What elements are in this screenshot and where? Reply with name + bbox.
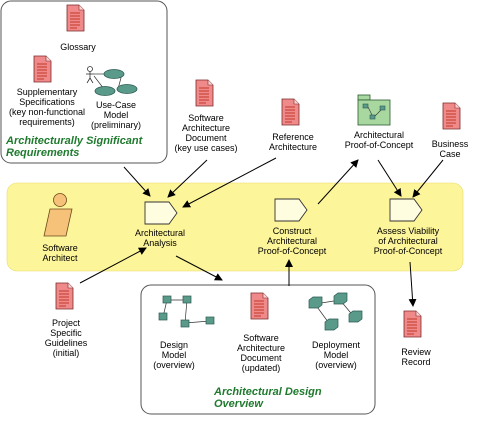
review-record-document-icon: [403, 310, 422, 338]
design-overview-group-box: [140, 284, 376, 415]
deployment-model-icon: [308, 292, 363, 331]
construct-poc-label: Construct Architectural Proof-of-Concept: [257, 226, 327, 256]
project-guidelines-label: Project Specific Guidelines (initial): [44, 318, 88, 358]
software-architect-label: Software Architect: [42, 243, 78, 263]
design-overview-group-title: Architectural Design Overview: [214, 386, 322, 410]
assess-viability-label: Assess Viability of Architectural Proof-…: [373, 226, 443, 256]
architectural-analysis-label: Architectural Analysis: [134, 228, 186, 248]
arch-poc-package-icon: [357, 94, 391, 126]
sad-key-use-cases-label: Software Architecture Document (key use …: [174, 113, 238, 153]
arrow-assess-to-review: [408, 261, 417, 307]
review-record-label: Review Record: [401, 347, 431, 367]
sad-updated-label: Software Architecture Document (updated): [236, 333, 286, 373]
asr-group-box: [0, 0, 168, 164]
business-case-document-icon: [442, 102, 461, 130]
glossary-document-icon: [66, 4, 85, 32]
flow-arrows: [79, 157, 444, 307]
arrow-business-to-assess: [412, 159, 444, 198]
sad-updated-document-icon: [250, 292, 269, 320]
project-guidelines-document-icon: [55, 282, 74, 310]
software-architect-icon: [43, 193, 73, 237]
arrow-reference-to-analysis: [182, 157, 277, 208]
design-model-label: Design Model (overview): [153, 340, 195, 370]
glossary-label: Glossary: [60, 42, 96, 52]
deployment-model-label: Deployment Model (overview): [311, 340, 361, 370]
activity-band: [6, 182, 464, 272]
arch-poc-label: Architectural Proof-of-Concept: [344, 130, 414, 150]
arrow-construct-to-poc: [317, 159, 359, 205]
use-case-model-icon: [86, 66, 138, 96]
asr-group-title: Architecturally Significant Requirements: [6, 135, 143, 159]
design-model-icon: [158, 295, 215, 328]
business-case-label: Business Case: [431, 139, 469, 159]
supplementary-specifications-document-icon: [33, 55, 52, 83]
sad-key-use-cases-document-icon: [195, 79, 214, 107]
arrow-sad-key-to-analysis: [167, 159, 208, 198]
arrow-poc-to-assess: [377, 159, 402, 197]
arrow-analysis-to-design: [175, 255, 223, 281]
reference-architecture-label: Reference Architecture: [268, 132, 318, 152]
arrow-asr-to-analysis: [123, 166, 151, 197]
reference-architecture-document-icon: [281, 98, 300, 126]
arrow-guidelines-to-analysis: [79, 247, 147, 284]
supplementary-specifications-label: Supplementary Specifications (key non-fu…: [8, 87, 86, 127]
use-case-model-label: Use-Case Model (preliminary): [90, 100, 141, 130]
